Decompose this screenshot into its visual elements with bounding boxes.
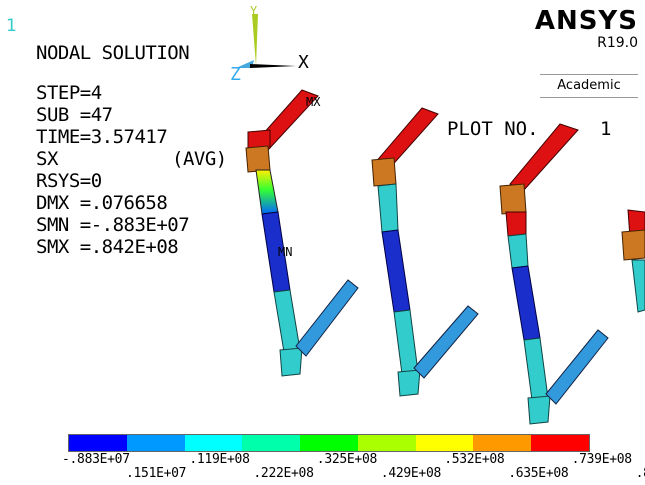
legend-swatch	[126, 435, 185, 451]
structure-2-low-column	[393, 309, 419, 375]
axis-x-label: X	[298, 52, 309, 73]
legend-swatch	[473, 435, 532, 451]
coordinate-triad	[236, 14, 296, 68]
legend-swatch	[415, 435, 474, 451]
structure-2-upper-column	[377, 183, 399, 233]
brand-version: R19.0	[597, 35, 638, 51]
structure-3-diagonal-arm	[545, 329, 609, 405]
solution-title: NODAL SOLUTION	[36, 42, 190, 64]
axis-y-label: Y	[250, 4, 258, 18]
legend-tick-lower: .151E+07	[126, 466, 187, 481]
structure-4-head	[621, 229, 645, 261]
contour-legend-bar	[68, 434, 590, 452]
structure-1-upper-arm-end	[247, 129, 271, 151]
structure-1-diagonal-arm	[295, 279, 359, 357]
legend-tick-upper: .532E+08	[444, 452, 505, 467]
step-label: STEP=4	[36, 82, 102, 104]
legend-tick-upper: .325E+08	[316, 452, 378, 467]
structure-3-base	[527, 395, 551, 425]
legend-swatch	[184, 435, 243, 451]
legend-swatch	[300, 435, 358, 451]
sub-label: SUB =47	[36, 104, 113, 126]
structure-3	[499, 123, 609, 425]
brand-name: ANSYS	[534, 6, 638, 36]
structure-2-head	[371, 157, 397, 187]
rsys-label: RSYS=0	[36, 170, 102, 192]
min-marker: MN	[278, 245, 292, 259]
legend-swatch	[531, 435, 590, 451]
time-label: TIME=3.57417	[36, 126, 168, 148]
legend-tick-lower: .429E+08	[380, 466, 442, 481]
brand-edition: Academic	[540, 74, 638, 98]
triad-y-axis	[252, 14, 258, 66]
plot-number-label: PLOT NO.	[447, 118, 539, 140]
axis-z-label: Z	[230, 64, 241, 85]
structure-2	[371, 107, 479, 397]
structure-4	[621, 209, 645, 313]
legend-tick-lower: .842E+08	[635, 466, 645, 481]
structure-3-upper-arm	[509, 123, 579, 191]
triad-z-axis	[236, 60, 254, 68]
legend-swatch	[69, 435, 127, 451]
smx-label: SMX =.842E+08	[36, 236, 179, 258]
legend-tick-upper: -.883E+07	[62, 452, 130, 467]
structure-1	[245, 89, 359, 377]
ansys-logo: ANSYS R19.0	[520, 8, 638, 52]
plot-number-value: 1	[600, 118, 612, 140]
structure-1-low-column	[273, 289, 301, 353]
dmx-label: DMX =.076658	[36, 192, 168, 214]
structure-4-column	[631, 259, 645, 313]
structure-3-neck	[505, 211, 527, 237]
structure-1-upper-column	[255, 169, 279, 215]
legend-tick-lower: .222E+08	[253, 466, 314, 481]
structure-2-base	[397, 369, 421, 397]
structure-3-head	[499, 183, 527, 215]
structure-2-diagonal-arm	[413, 305, 479, 379]
structure-2-mid-column	[381, 229, 411, 313]
triad-x-axis	[250, 64, 296, 68]
structure-1-base	[279, 347, 303, 377]
averaging-label: (AVG)	[172, 148, 227, 170]
legend-tick-upper: .739E+08	[571, 452, 633, 467]
structure-3-upper-column	[507, 233, 529, 269]
structure-1-head	[245, 145, 271, 173]
legend-tick-lower: .635E+08	[508, 466, 569, 481]
smn-label: SMN =-.883E+07	[36, 214, 190, 236]
legend-swatch	[242, 435, 301, 451]
max-marker: MX	[306, 95, 321, 109]
legend-swatch	[357, 435, 416, 451]
window-number: 1	[6, 16, 17, 36]
structure-3-mid-column	[511, 265, 541, 341]
legend-tick-upper: .119E+08	[189, 452, 250, 467]
structure-3-low-column	[523, 337, 549, 401]
quantity-label: SX	[36, 148, 58, 170]
